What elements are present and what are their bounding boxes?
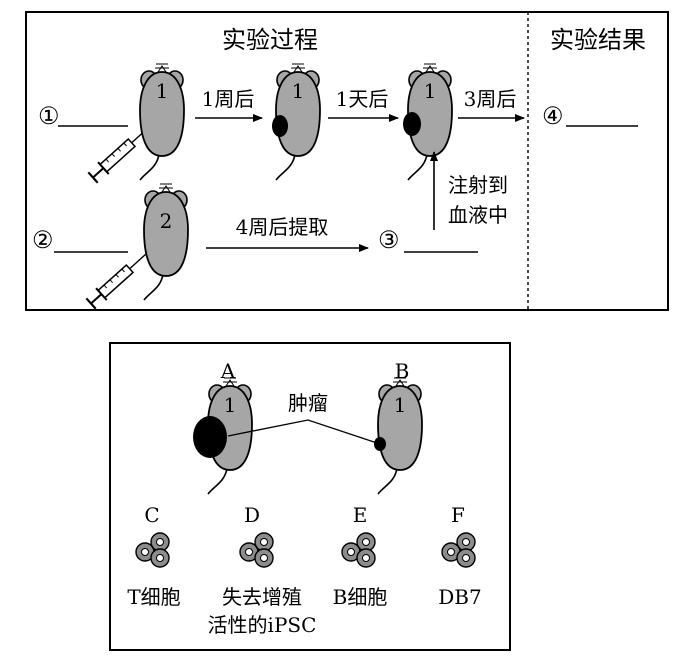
legend-panel-frame xyxy=(109,342,511,651)
mouse-b-letter: B xyxy=(395,359,410,383)
mouse-b-number: 1 xyxy=(394,393,407,417)
mouse-1: 1 xyxy=(139,63,185,181)
process-panel: 实验过程 实验结果 ① 1 1周后 1 1天后 1 3周后 ④ ② xyxy=(25,11,669,311)
result-title: 实验结果 xyxy=(550,26,646,54)
inject-label-line2: 血液中 xyxy=(448,203,508,227)
tumor-medium xyxy=(403,112,421,136)
legend-panel: A 1 B 1 肿瘤 C D E F T细胞 失去增殖 活性的iPSC B细胞 … xyxy=(109,342,511,651)
cell-e-name: B细胞 xyxy=(333,585,388,609)
cell-e-letter: E xyxy=(353,503,368,527)
tumor-small xyxy=(272,115,288,137)
mouse-4: 2 xyxy=(143,183,189,301)
ipsc-cell-icon xyxy=(239,532,274,568)
b-cell-icon xyxy=(341,532,376,568)
cell-c-letter: C xyxy=(144,503,159,527)
mouse-a-number: 1 xyxy=(224,393,237,417)
process-panel-frame xyxy=(25,11,669,311)
arrow-label-3-weeks: 3周后 xyxy=(464,87,517,111)
cell-f-name: DB7 xyxy=(438,585,481,609)
cell-c-name: T细胞 xyxy=(127,585,180,609)
mouse-2-number: 1 xyxy=(292,79,305,103)
arrow-label-1-week: 1周后 xyxy=(202,87,255,111)
tumor-label: 肿瘤 xyxy=(288,391,328,415)
cell-d-name-line1: 失去增殖 xyxy=(222,585,302,609)
tumor-large xyxy=(193,416,227,458)
inject-label-line1: 注射到 xyxy=(448,173,508,197)
cell-d-letter: D xyxy=(244,503,260,527)
label-1: ① xyxy=(38,102,60,130)
label-3: ③ xyxy=(378,226,400,254)
mouse-4-number: 2 xyxy=(160,209,173,233)
process-title: 实验过程 xyxy=(222,26,318,54)
cell-d-name-line2: 活性的iPSC xyxy=(208,613,317,637)
mouse-3: 1 xyxy=(403,63,453,181)
mouse-2: 1 xyxy=(272,63,321,181)
mouse-3-number: 1 xyxy=(424,79,437,103)
arrow-label-4-weeks: 4周后提取 xyxy=(236,215,329,239)
tumor-pointer-lines xyxy=(227,419,381,445)
mouse-a-letter: A xyxy=(220,359,236,383)
label-2: ② xyxy=(32,226,54,254)
mouse-a: A 1 xyxy=(193,359,253,495)
syringe-icon xyxy=(84,246,153,311)
arrow-label-1-day: 1天后 xyxy=(336,87,389,111)
mouse-1-number: 1 xyxy=(156,79,169,103)
mouse-b: B 1 xyxy=(374,359,423,495)
t-cell-icon xyxy=(135,532,170,568)
db7-cell-icon xyxy=(441,532,476,568)
label-4: ④ xyxy=(542,102,564,130)
cell-f-letter: F xyxy=(451,503,465,527)
